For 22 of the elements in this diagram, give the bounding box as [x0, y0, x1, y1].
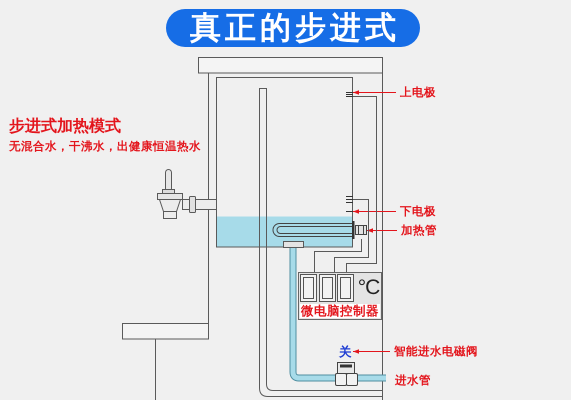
electrode	[346, 195, 353, 215]
callout-label: 下电极	[396, 205, 437, 218]
leader-arrow	[352, 209, 396, 214]
leader-arrow	[352, 349, 390, 354]
title-banner: 真正的步进式	[166, 9, 420, 47]
wire	[334, 199, 369, 272]
valve-state-label: 关	[338, 345, 353, 358]
wire	[346, 96, 377, 272]
unit-label: °C	[356, 275, 380, 301]
leader-arrow	[352, 90, 396, 95]
callout-label: 上电极	[396, 86, 437, 99]
wire	[314, 238, 362, 272]
tagline-text: 无混合水，干沸水，出健康恒温热水	[9, 139, 201, 154]
electrode	[346, 91, 353, 98]
pipe-label: 进水管	[395, 373, 431, 388]
controller-panel	[298, 272, 382, 320]
leader-arrow	[366, 228, 398, 233]
panel-label: 微电脑控制器	[300, 304, 380, 318]
callout-label: 智能进水电磁阀	[390, 345, 479, 358]
callout-label: 加热管	[397, 224, 438, 237]
heating-tube	[270, 221, 367, 239]
heading-text: 步进式加热模式	[9, 116, 121, 136]
